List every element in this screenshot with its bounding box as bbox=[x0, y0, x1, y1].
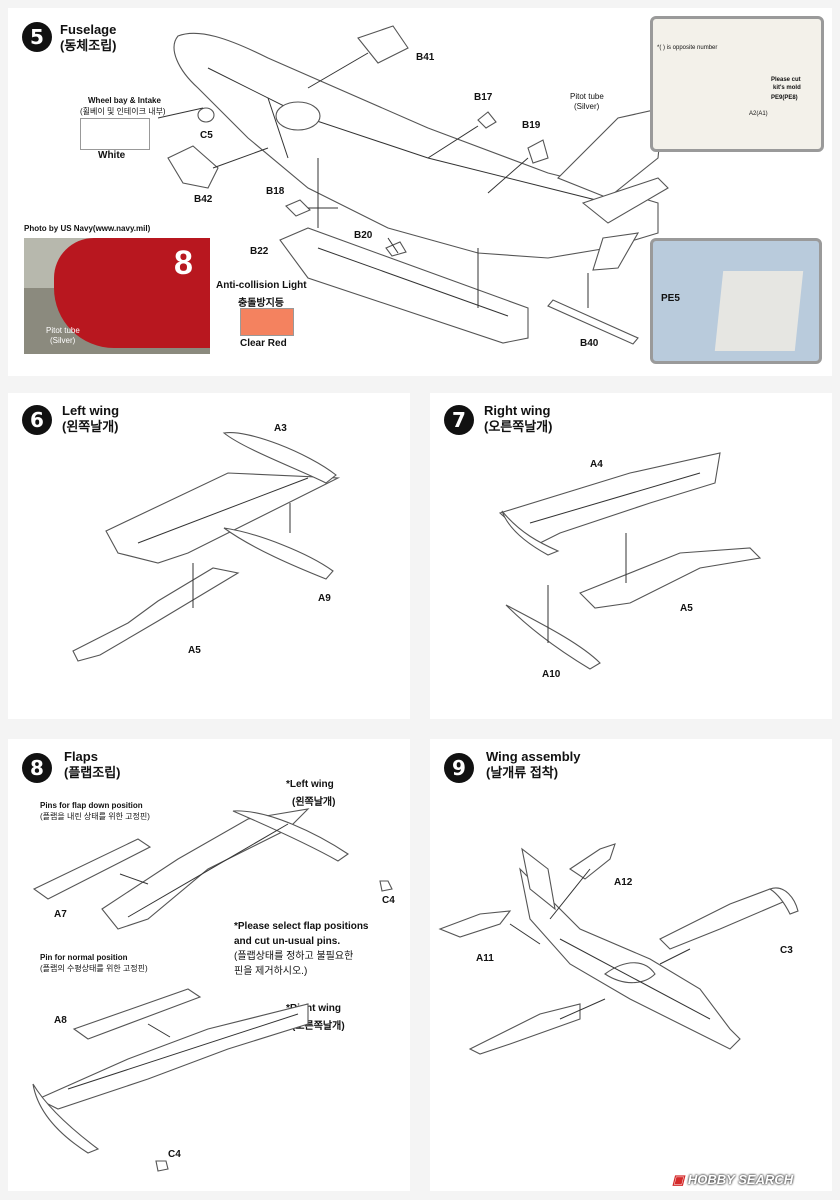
part-b40: B40 bbox=[580, 338, 599, 349]
photo-number: 8 bbox=[174, 244, 193, 282]
step-number: 8 bbox=[22, 753, 52, 783]
inset-wing-panel bbox=[714, 271, 804, 351]
step-number: 9 bbox=[444, 753, 474, 783]
left-wing-label-kr: (왼쪽날개) bbox=[292, 797, 336, 808]
white-color-swatch bbox=[80, 118, 150, 150]
part-b17: B17 bbox=[474, 92, 493, 103]
part-c4-top: C4 bbox=[382, 895, 395, 906]
part-c4-bottom: C4 bbox=[168, 1149, 181, 1160]
anti-collision-label: Anti-collision Light bbox=[216, 280, 307, 291]
part-a10: A10 bbox=[542, 669, 561, 680]
left-wing-diagram bbox=[72, 432, 341, 662]
note-line-4: 핀을 제거하시오.) bbox=[234, 966, 308, 977]
step-title-kr: (오른쪽날개) bbox=[484, 419, 553, 434]
note-line-2: and cut un-usual pins. bbox=[234, 936, 341, 947]
white-color-label: White bbox=[98, 150, 126, 161]
wing-assembly-diagram bbox=[438, 843, 799, 1055]
part-c3: C3 bbox=[780, 945, 793, 956]
step-title: Fuselage bbox=[60, 22, 117, 37]
photo-credit: Photo by US Navy(www.navy.mil) bbox=[24, 224, 151, 233]
detail-inset-bottom: PE5 bbox=[650, 238, 822, 364]
part-a7: A7 bbox=[54, 909, 67, 920]
step-title-kr: (플랩조립) bbox=[64, 765, 121, 780]
step-title: Flaps bbox=[64, 749, 98, 764]
navy-aircraft-photo: 8 Pitot tube (Silver) bbox=[24, 238, 210, 354]
part-a5: A5 bbox=[680, 603, 693, 614]
pins-normal-label: Pin for normal position bbox=[40, 953, 128, 962]
part-a9: A9 bbox=[318, 593, 331, 604]
flap-selection-note: *Please select flap positions and cut un… bbox=[234, 919, 369, 979]
clear-red-label: Clear Red bbox=[240, 338, 287, 349]
clear-red-swatch bbox=[240, 308, 294, 336]
part-b41: B41 bbox=[416, 52, 435, 63]
flaps-diagram bbox=[32, 808, 393, 1172]
step-title: Wing assembly bbox=[486, 749, 581, 764]
wheel-bay-label-kr: (휠베이 및 인테이크 내부) bbox=[80, 107, 166, 116]
step-number: 6 bbox=[22, 405, 52, 435]
note-line-1: *Please select flap positions bbox=[234, 921, 369, 932]
step-title: Right wing bbox=[484, 403, 551, 418]
part-b19: B19 bbox=[522, 120, 541, 131]
step-number: 7 bbox=[444, 405, 474, 435]
inset-part-pe9: PE9(PE8) bbox=[771, 95, 798, 101]
part-a11: A11 bbox=[476, 953, 494, 964]
inset-opposite-note: *( ) is opposite number bbox=[657, 45, 718, 51]
inset-part-a2: A2(A1) bbox=[749, 111, 768, 117]
part-a3: A3 bbox=[274, 423, 287, 434]
right-wing-label: *Right wing bbox=[286, 1003, 341, 1014]
pins-down-label: Pins for flap down position bbox=[40, 801, 143, 810]
step-title-kr: (왼쪽날개) bbox=[62, 419, 119, 434]
part-b42: B42 bbox=[194, 194, 213, 205]
step-9-panel: 9 Wing assembly (날개류 접착) A12 A11 C3 bbox=[430, 739, 832, 1191]
right-wing-label-kr: (오른쪽날개) bbox=[292, 1021, 345, 1032]
step-8-panel: 8 Flaps (플랩조립) Pins for flap down positi… bbox=[8, 739, 410, 1191]
step-5-panel: 5 Fuselage (동체조립) bbox=[8, 8, 832, 376]
pins-down-label-kr: (플랩을 내린 상태를 위한 고정핀) bbox=[40, 812, 150, 821]
part-a8: A8 bbox=[54, 1015, 67, 1026]
photo-fuselage bbox=[54, 238, 210, 348]
detail-inset-top: *( ) is opposite number Please cut kit's… bbox=[650, 16, 824, 152]
pitot-tube-color: (Silver) bbox=[574, 102, 600, 111]
part-b18: B18 bbox=[266, 186, 285, 197]
watermark-logo-icon: ▣ bbox=[672, 1172, 688, 1187]
step-6-panel: 6 Left wing (왼쪽날개) A3 A9 A5 bbox=[8, 393, 410, 719]
pitot-tube-label: Pitot tube bbox=[570, 92, 604, 101]
note-line-3: (플랩상태를 정하고 불필요한 bbox=[234, 951, 354, 962]
part-a4: A4 bbox=[590, 459, 603, 470]
watermark-text: HOBBY SEARCH bbox=[687, 1172, 794, 1187]
part-a5: A5 bbox=[188, 645, 201, 656]
part-b20: B20 bbox=[354, 230, 373, 241]
photo-pitot-label: Pitot tube bbox=[46, 326, 80, 335]
fuselage-diagram bbox=[157, 25, 669, 345]
step-title: Left wing bbox=[62, 403, 120, 418]
step-title-kr: (동체조립) bbox=[60, 38, 117, 53]
pins-normal-label-kr: (플랩의 수평상태를 위한 고정핀) bbox=[40, 964, 148, 973]
photo-pitot-color: (Silver) bbox=[50, 336, 76, 345]
left-wing-label: *Left wing bbox=[286, 779, 334, 790]
step-7-panel: 7 Right wing (오른쪽날개) A4 A5 A10 bbox=[430, 393, 832, 719]
anti-collision-label-kr: 충돌방지등 bbox=[238, 298, 284, 309]
inset-cut-note-2: kit's mold bbox=[773, 85, 801, 91]
right-wing-diagram bbox=[498, 452, 762, 670]
part-b22: B22 bbox=[250, 246, 269, 257]
step-title-kr: (날개류 접착) bbox=[486, 765, 559, 780]
step-number: 5 bbox=[22, 22, 52, 52]
inset-part-pe5: PE5 bbox=[661, 293, 680, 304]
wheel-bay-label: Wheel bay & Intake bbox=[88, 96, 161, 105]
part-c5: C5 bbox=[200, 130, 213, 141]
part-a12: A12 bbox=[614, 877, 633, 888]
hobby-search-watermark: ▣ HOBBY SEARCH bbox=[672, 1172, 793, 1188]
inset-cut-note: Please cut bbox=[771, 77, 801, 83]
